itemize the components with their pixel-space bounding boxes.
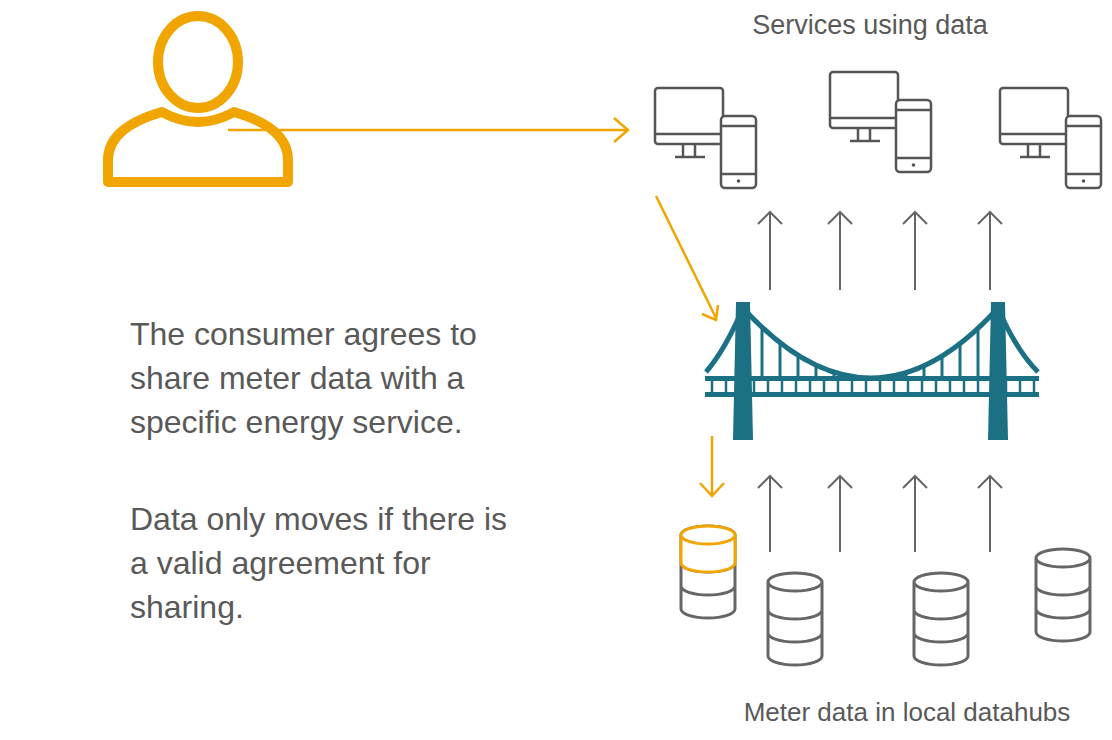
bridge-railing-post xyxy=(1019,380,1022,394)
bridge-railing-post xyxy=(781,380,784,394)
bridge-railing-post xyxy=(893,380,896,394)
bridge-railing-post xyxy=(921,380,924,394)
bridge-railing-post xyxy=(963,380,966,394)
bridge-icon xyxy=(705,302,1039,440)
bridge-railing-post xyxy=(1033,380,1036,394)
bridge-railing-post xyxy=(949,380,952,394)
bridge-railing-post xyxy=(935,380,938,394)
bridge-hanger xyxy=(977,328,980,378)
person-icon xyxy=(108,16,288,182)
bridge-railing-post xyxy=(809,380,812,394)
bridge-railing-post xyxy=(725,380,728,394)
data-flow-arrows xyxy=(758,212,1002,552)
section-heading: Meter data in local datahubs xyxy=(712,696,1102,728)
bridge-hanger xyxy=(761,327,764,378)
bridge-railing-post xyxy=(977,380,980,394)
bridge-railing-post xyxy=(851,380,854,394)
bridge-hanger xyxy=(959,344,962,378)
bridge-railing-post xyxy=(711,380,714,394)
note-text: The consumer agrees to share meter data … xyxy=(130,312,525,444)
bridge-railing-post xyxy=(907,380,910,394)
bridge-railing-post xyxy=(767,380,770,394)
datahub-icons xyxy=(681,526,1090,665)
bridge-railing-post xyxy=(823,380,826,394)
section-heading: Services using data xyxy=(690,8,1050,42)
bridge-railing-post xyxy=(865,380,868,394)
bridge-railing-post xyxy=(879,380,882,394)
bridge-railing-post xyxy=(753,380,756,394)
note-text: Data only moves if there is a valid agre… xyxy=(130,497,525,629)
service-devices xyxy=(655,72,1101,188)
bridge-hanger xyxy=(779,343,782,378)
bridge-railing-post xyxy=(795,380,798,394)
bridge-railing-post xyxy=(837,380,840,394)
